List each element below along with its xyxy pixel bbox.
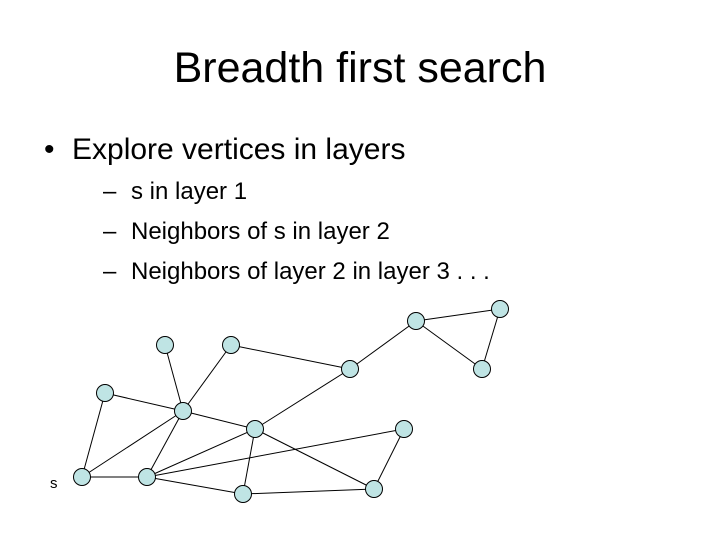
subitem-list: – s in layer 1 – Neighbors of s in layer…: [72, 172, 490, 292]
source-node-label: s: [50, 475, 58, 492]
bullet-text: Explore vertices in layers: [72, 133, 406, 166]
graph-node: [96, 384, 114, 402]
graph-node: [156, 336, 174, 354]
node-layer: [73, 300, 509, 503]
graph-edge: [182, 344, 232, 412]
graph-edge: [254, 368, 351, 430]
graph-edge: [242, 488, 375, 495]
graph-edge: [373, 428, 405, 490]
graph-edge: [415, 308, 501, 322]
subitem-text: Neighbors of s in layer 2: [131, 218, 390, 245]
graph-edge: [481, 308, 501, 370]
graph-edge: [81, 410, 184, 478]
dash-marker: –: [103, 258, 117, 285]
graph-edge: [254, 428, 375, 490]
graph-node: [473, 360, 491, 378]
graph-node: [174, 402, 192, 420]
dash-marker: –: [103, 178, 117, 205]
graph-edge: [146, 428, 256, 478]
graph-edge: [242, 428, 256, 495]
dash-marker: –: [103, 218, 117, 245]
graph-edge: [182, 410, 256, 430]
bullet-item: • Explore vertices in layers – s in laye…: [44, 128, 490, 292]
slide-title: Breadth first search: [173, 44, 547, 92]
graph-edge: [164, 344, 184, 412]
edge-layer: [81, 308, 501, 495]
graph-edge: [104, 392, 184, 412]
graph-edge: [415, 320, 483, 370]
subitem-layer-3: – Neighbors of layer 2 in layer 3 . . .: [103, 252, 490, 292]
bullet-marker: •: [44, 133, 55, 166]
graph-node: [246, 420, 264, 438]
graph-node: [341, 360, 359, 378]
graph-edge: [81, 392, 106, 478]
graph-edge: [146, 428, 405, 478]
subitem-text: s in layer 1: [131, 178, 248, 205]
graph-node: [222, 336, 240, 354]
subitem-text: Neighbors of layer 2 in layer 3 . . .: [131, 258, 490, 285]
graph-edge: [349, 320, 417, 370]
graph-edge: [146, 410, 184, 478]
subitem-layer-2: – Neighbors of s in layer 2: [103, 212, 490, 252]
bullet-list: • Explore vertices in layers – s in laye…: [44, 128, 490, 292]
graph-node: [395, 420, 413, 438]
graph-edge: [230, 344, 351, 370]
graph-node: [138, 468, 156, 486]
graph-node: [365, 480, 383, 498]
subitem-layer-1: – s in layer 1: [103, 172, 490, 212]
graph-node: [491, 300, 509, 318]
graph-node: [407, 312, 425, 330]
graph-node: [234, 485, 252, 503]
graph-edge: [146, 476, 244, 495]
source-node: [73, 468, 91, 486]
